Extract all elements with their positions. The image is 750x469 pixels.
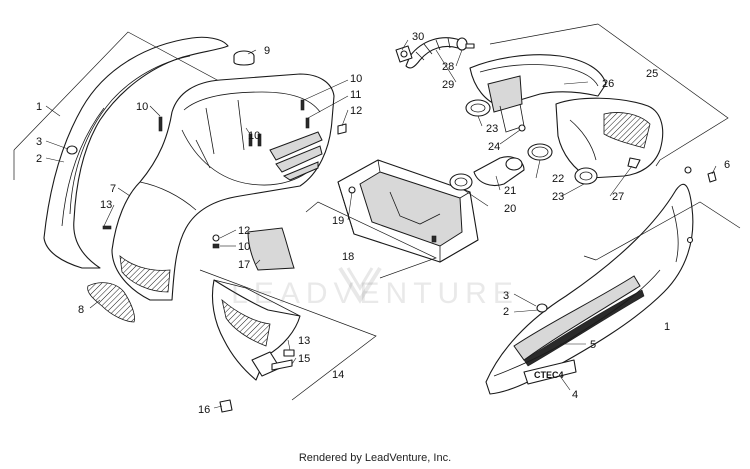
fitting-part-30[interactable] — [395, 45, 413, 63]
headlight-lens-part-8[interactable] — [87, 282, 135, 323]
duct-boot-part-20[interactable] — [449, 173, 473, 191]
lower-nose-part-14[interactable] — [211, 279, 301, 381]
callout-7: 7 — [110, 183, 116, 195]
hood-assembly[interactable] — [111, 73, 335, 301]
callout-1-right: 1 — [664, 321, 670, 333]
airbox-assembly-part-26[interactable] — [469, 54, 607, 133]
clip-part-16[interactable] — [219, 399, 233, 413]
callout-10-c: 10 — [248, 130, 260, 142]
bracket-part-15 — [271, 359, 293, 371]
callout-16: 16 — [198, 404, 210, 416]
callout-18: 18 — [342, 251, 354, 263]
leadventure-logo-icon — [338, 266, 382, 304]
callout-8: 8 — [78, 304, 84, 316]
callout-3-right: 3 — [503, 290, 509, 302]
group-bracket-left-panel — [13, 31, 259, 151]
callout-27: 27 — [612, 191, 624, 203]
intake-tube-part-21[interactable] — [473, 156, 525, 187]
fasteners-12-10-left[interactable] — [212, 234, 220, 249]
callout-28: 28 — [442, 61, 454, 73]
callout-12-a: 12 — [350, 105, 362, 117]
group-bracket-airbox-end — [655, 159, 661, 167]
panel-fastener-hole-right — [536, 303, 548, 313]
right-side-panel[interactable] — [485, 183, 694, 395]
group-bracket-right-panel — [595, 201, 741, 261]
leader-lines — [45, 39, 717, 409]
group-bracket-lower-nose — [199, 269, 377, 401]
callout-12-b: 12 — [238, 225, 250, 237]
group-bracket-airbox-top — [489, 23, 599, 45]
clip-part-6[interactable] — [707, 171, 717, 183]
grommet-part-9[interactable] — [233, 50, 255, 66]
hose-part-29[interactable] — [405, 37, 461, 69]
seal-ring-part-23-lower[interactable] — [574, 167, 598, 185]
callout-labels: 1 1 2 2 3 3 4 5 6 7 8 9 10 10 10 10 11 1… — [36, 31, 730, 416]
clamp-part-22[interactable] — [527, 143, 553, 161]
callout-9: 9 — [264, 45, 270, 57]
footer-credit: Rendered by LeadVenture, Inc. — [298, 452, 452, 464]
callout-5: 5 — [590, 339, 596, 351]
fastener-part-27[interactable] — [627, 157, 692, 174]
callout-10-d: 10 — [238, 241, 250, 253]
callout-20: 20 — [504, 203, 516, 215]
group-bracket-tray — [305, 201, 437, 279]
callout-26: 26 — [602, 78, 614, 90]
left-side-panel[interactable] — [43, 36, 229, 269]
hood-lower-vent — [119, 255, 171, 293]
callout-13-b: 13 — [298, 335, 310, 347]
callout-6: 6 — [724, 159, 730, 171]
callout-23-a: 23 — [486, 123, 498, 135]
air-intake-tray-part-18[interactable] — [337, 159, 479, 263]
callout-17: 17 — [238, 259, 250, 271]
callout-10-a: 10 — [136, 101, 148, 113]
callout-14: 14 — [332, 369, 344, 381]
callout-23-b: 23 — [552, 191, 564, 203]
callout-2-right: 2 — [503, 306, 509, 318]
callout-11: 11 — [350, 89, 361, 101]
panel-fastener-hole — [66, 145, 78, 155]
callout-13-a: 13 — [100, 199, 112, 211]
callout-15: 15 — [298, 353, 310, 365]
group-bracket-airbox — [597, 23, 729, 161]
callout-29: 29 — [442, 79, 454, 91]
callout-2-left: 2 — [36, 153, 42, 165]
windshield-part-17[interactable] — [247, 227, 295, 271]
callout-24: 24 — [488, 141, 500, 153]
airbox-lower-part-22[interactable] — [555, 97, 664, 179]
clamp-part-28[interactable] — [456, 37, 475, 51]
fastener-part-24[interactable] — [518, 124, 526, 132]
group-bracket-right-panel-tick — [583, 255, 597, 261]
callout-4: 4 — [572, 389, 578, 401]
bolt-part-13 — [283, 349, 295, 357]
seal-ring-part-23-upper[interactable] — [465, 99, 491, 117]
decal-text: CTEC4 — [534, 370, 564, 380]
callout-22: 22 — [552, 173, 564, 185]
callout-1-left: 1 — [36, 101, 42, 113]
callout-3-left: 3 — [36, 136, 42, 148]
hood-fasteners[interactable] — [102, 99, 347, 230]
callout-21: 21 — [504, 185, 516, 197]
decal-part-4[interactable]: CTEC4 — [523, 359, 577, 385]
callout-25: 25 — [646, 68, 658, 80]
callout-10-b: 10 — [350, 73, 362, 85]
callout-19: 19 — [332, 215, 344, 227]
callout-30: 30 — [412, 31, 424, 43]
